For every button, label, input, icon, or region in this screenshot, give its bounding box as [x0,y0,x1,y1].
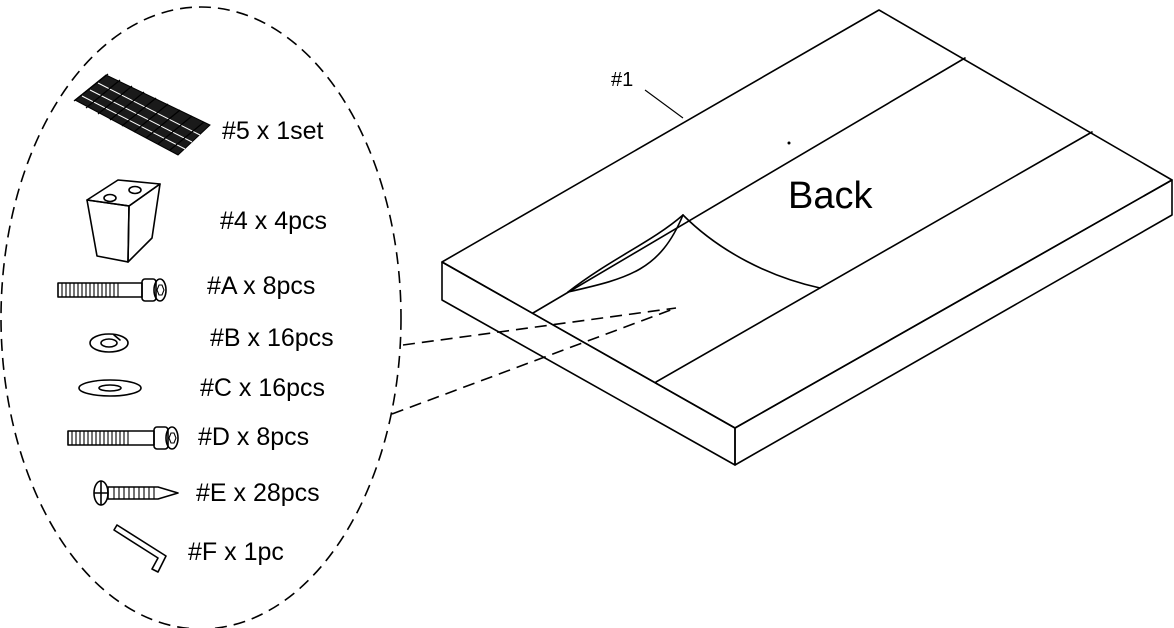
allen-key-icon [113,524,167,573]
part-label-bolt-a: #A x 8pcs [207,272,315,300]
hex-bolt-icon [67,426,179,450]
panel-side-face [734,179,1173,466]
wood-screw-icon [93,480,179,506]
panel-top-face [441,9,1173,429]
wooden-leg-icon [86,179,161,263]
panel-face-label: Back [788,175,873,217]
part-label-screw-e: #E x 28pcs [196,479,320,507]
panel-center-mark [787,141,791,145]
part-label-bolt-d: #D x 8pcs [198,423,309,451]
pointer-line [402,307,677,346]
callout-leader [644,89,684,119]
panel-seam [655,131,1093,383]
slat-roll-icon [73,73,211,156]
part-label-washer-c: #C x 16pcs [200,374,325,402]
part-label-slats: #5 x 1set [222,117,324,145]
panel-callout: #1 [611,69,633,91]
part-label-key-f: #F x 1pc [188,538,284,566]
lock-washer-icon [89,333,129,353]
peel-curl [567,214,684,293]
panel-board: #1 Back [441,9,1173,466]
flat-washer-icon [78,379,142,397]
panel-seam [532,57,966,314]
part-label-legs: #4 x 4pcs [220,207,327,235]
part-label-washer-b: #B x 16pcs [210,324,334,352]
hex-bolt-icon [57,278,167,302]
panel-front-face [441,261,736,466]
parts-enclosure [0,6,402,628]
peel-sweep [682,214,821,289]
pointer-line [391,307,677,415]
peel-edge [567,214,684,293]
